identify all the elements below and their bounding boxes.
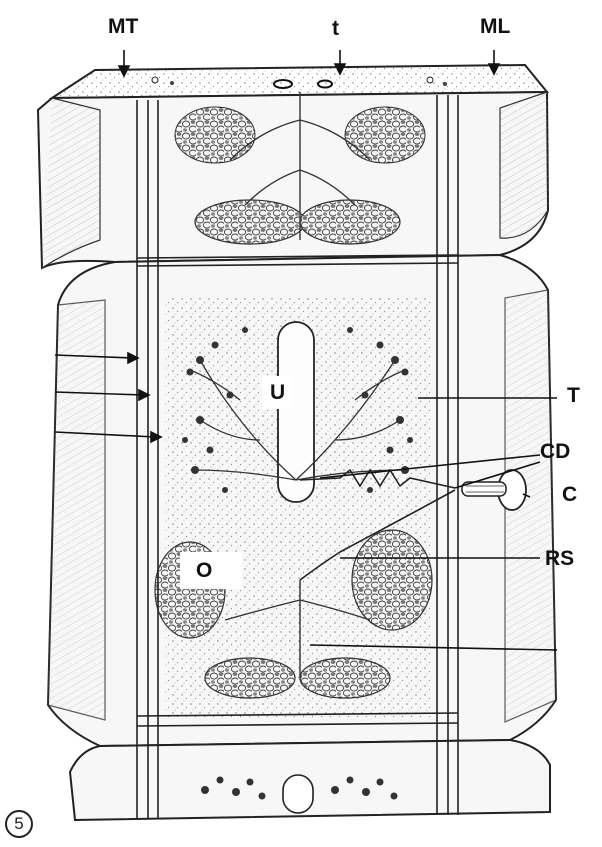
figure-number: 5 (5, 810, 33, 838)
vitelline-right (300, 658, 390, 698)
label-ovary: O (180, 552, 242, 589)
label-t: t (332, 18, 339, 39)
label-cirrus-duct: CD (540, 441, 570, 462)
label-receptaculum: RS (545, 548, 574, 569)
uterus (278, 322, 314, 502)
top-ovary-left (175, 107, 255, 163)
bottom-segment (70, 740, 550, 820)
top-vitelline-left (195, 200, 305, 244)
ovary-right (352, 530, 432, 630)
label-cirrus: C (562, 484, 577, 505)
bottom-uterus (283, 775, 313, 813)
middle-segment (48, 255, 556, 746)
top-vitelline-right (300, 200, 400, 244)
top-ovary-right (345, 107, 425, 163)
top-segment-front-face (38, 92, 548, 268)
label-testes: T (567, 385, 580, 406)
label-mt: MT (108, 16, 138, 37)
label-uterus: U (262, 376, 293, 409)
label-ml: ML (480, 16, 510, 37)
top-segment (38, 65, 548, 268)
vitelline-left (205, 658, 295, 698)
